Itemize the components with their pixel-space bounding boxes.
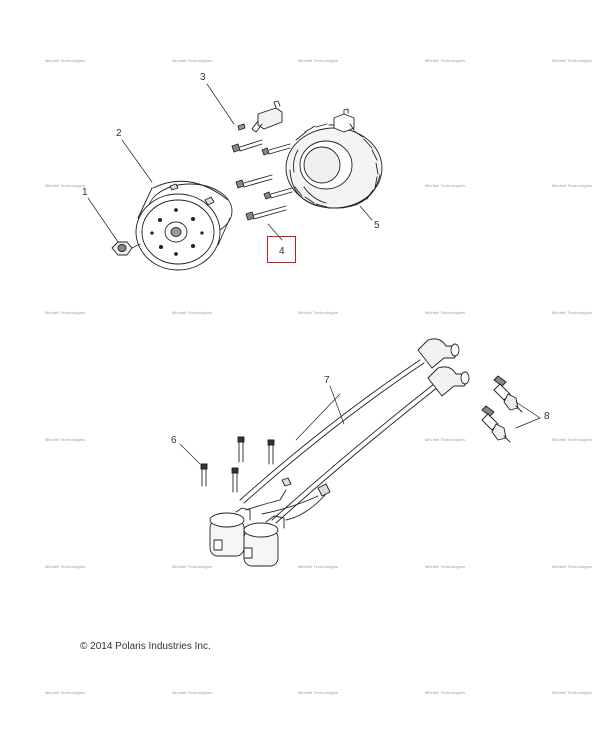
callout-2: 2 bbox=[116, 128, 122, 139]
watermark: Mitchell Technologies bbox=[45, 183, 86, 188]
watermark: Mitchell Technologies bbox=[425, 437, 466, 442]
callout-8: 8 bbox=[544, 411, 550, 422]
watermark: Mitchell Technologies bbox=[45, 437, 86, 442]
callout-3: 3 bbox=[200, 72, 206, 83]
callout-4: 4 bbox=[279, 246, 285, 257]
watermark: Mitchell Technologies bbox=[552, 310, 593, 315]
watermark: Mitchell Technologies bbox=[45, 310, 86, 315]
watermark: Mitchell Technologies bbox=[552, 183, 593, 188]
watermark: Mitchell Technologies bbox=[298, 564, 339, 569]
watermark: Mitchell Technologies bbox=[45, 58, 86, 63]
flywheel bbox=[135, 180, 233, 271]
watermark: Mitchell Technologies bbox=[45, 564, 86, 569]
stator-bolts bbox=[231, 139, 293, 221]
ignition-coils bbox=[209, 338, 470, 567]
highlight-box bbox=[267, 236, 296, 263]
watermark: Mitchell Technologies bbox=[298, 58, 339, 63]
flywheel-nut bbox=[111, 241, 141, 256]
stator bbox=[285, 108, 383, 209]
copyright-text: © 2014 Polaris Industries Inc. bbox=[80, 641, 211, 652]
callout-1: 1 bbox=[82, 187, 88, 198]
watermark: Mitchell Technologies bbox=[425, 690, 466, 695]
watermark: Mitchell Technologies bbox=[552, 690, 593, 695]
callout-5: 5 bbox=[374, 220, 380, 231]
watermark: Mitchell Technologies bbox=[425, 310, 466, 315]
watermark: Mitchell Technologies bbox=[45, 690, 86, 695]
callout-6: 6 bbox=[171, 435, 177, 446]
watermark: Mitchell Technologies bbox=[425, 58, 466, 63]
spark-plugs bbox=[481, 375, 523, 443]
leader-lines bbox=[87, 83, 541, 465]
pickup-sensor bbox=[237, 100, 283, 133]
watermark: Mitchell Technologies bbox=[172, 58, 213, 63]
watermark: Mitchell Technologies bbox=[552, 437, 593, 442]
watermark: Mitchell Technologies bbox=[298, 690, 339, 695]
watermark: Mitchell Technologies bbox=[172, 564, 213, 569]
watermark: Mitchell Technologies bbox=[552, 564, 593, 569]
watermark: Mitchell Technologies bbox=[298, 310, 339, 315]
coil-screws bbox=[200, 436, 275, 493]
watermark: Mitchell Technologies bbox=[425, 183, 466, 188]
callout-7: 7 bbox=[324, 375, 330, 386]
watermark: Mitchell Technologies bbox=[552, 58, 593, 63]
watermark: Mitchell Technologies bbox=[172, 310, 213, 315]
watermark: Mitchell Technologies bbox=[425, 564, 466, 569]
watermark: Mitchell Technologies bbox=[172, 690, 213, 695]
